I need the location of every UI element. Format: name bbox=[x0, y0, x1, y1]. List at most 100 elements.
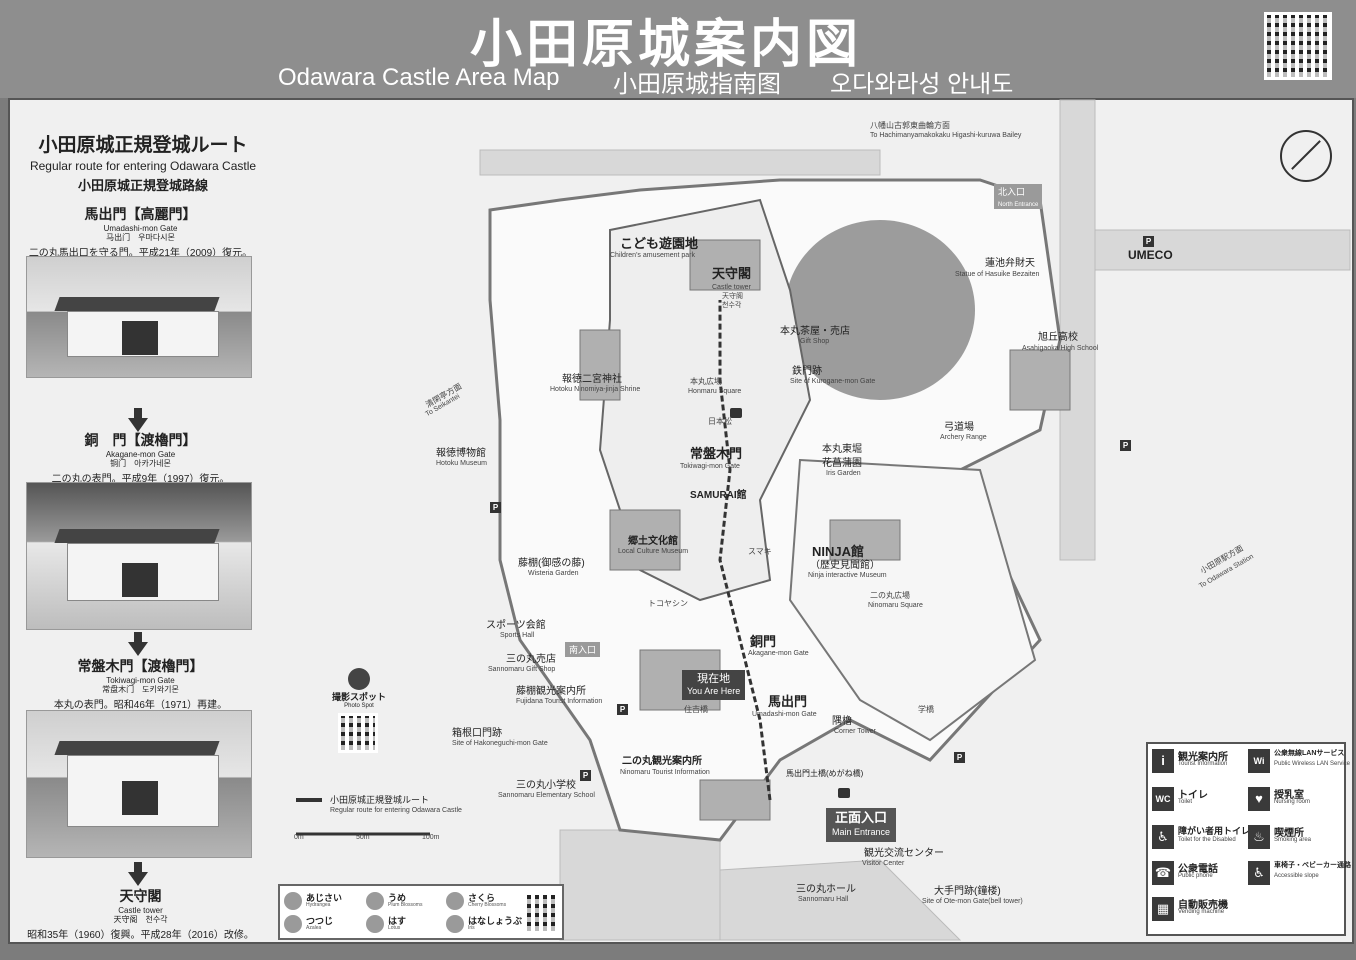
gate-umadashi: 馬出門【高麗門】 Umadashi-mon Gate 马出门 우마다시몬 二の丸… bbox=[18, 204, 263, 259]
ninomiya-shrine bbox=[579, 329, 621, 401]
route-title: 小田原城正規登城ルート bbox=[38, 135, 248, 156]
label-gift-shop: Gift Shop bbox=[800, 338, 830, 345]
label-hachiman: 八幡山古郭東曲輪方面 bbox=[870, 121, 950, 130]
castle-tower bbox=[689, 239, 761, 291]
legend-en: Smoking area bbox=[1274, 837, 1312, 843]
gate-desc: 本丸の表門。昭和46年（1971）再建。 bbox=[53, 700, 228, 711]
route-legend-label-en: Regular route for entering Odawara Castl… bbox=[330, 807, 462, 814]
label-tokoya: トコヤシン bbox=[648, 599, 688, 608]
photo-spot-label-en: Photo Spot bbox=[344, 703, 374, 709]
road-southeast bbox=[719, 859, 962, 941]
vending-machine-icon: ▦ bbox=[1152, 897, 1174, 921]
gate-name: 馬出門【高麗門】 bbox=[84, 206, 197, 222]
down-arrow-icon bbox=[128, 408, 148, 432]
label-kyudo: 弓道場 bbox=[944, 422, 974, 433]
gate-desc: 昭和35年（1960）復興。平成28年（2016）改修。 bbox=[27, 930, 254, 941]
label-shobu: 花菖蒲園 bbox=[822, 458, 862, 469]
gate-photo bbox=[26, 256, 252, 378]
label-samurai: SAMURAI館 bbox=[690, 490, 747, 501]
qr-code-icon[interactable] bbox=[524, 892, 562, 934]
label-umadashi: 馬出門 bbox=[768, 694, 808, 709]
legend-jp: 自動販売機 bbox=[1178, 900, 1228, 911]
label-fuji: 藤棚(御感の藤) bbox=[518, 558, 585, 569]
header-band: 小田原城案内図 Odawara Castle Area Map 小田原城指南图 … bbox=[0, 0, 1356, 98]
subtitle-ko: 오다와라성 안내도 bbox=[830, 71, 1014, 98]
camera-icon bbox=[838, 788, 850, 798]
label-hotoku-museum-en: Hotoku Museum bbox=[436, 460, 487, 467]
label-ninomaru-info-en: Ninomaru Tourist Information bbox=[620, 769, 710, 776]
label-tetsumon: 鉄門跡 bbox=[792, 366, 822, 377]
legend-en: Nursing room bbox=[1274, 799, 1311, 805]
label-honmaru-hiroba-en: Honmaru Square bbox=[688, 388, 742, 395]
gate-name-sub: 天守阁 천수각 bbox=[113, 915, 168, 924]
flower-jp: はなしょうぶ bbox=[468, 916, 523, 926]
compass-icon bbox=[1280, 130, 1332, 182]
label-kyodo: 郷土文化館 bbox=[628, 536, 678, 547]
flower-jp: つつじ bbox=[306, 916, 334, 926]
page-title: 小田原城案内図 bbox=[470, 15, 863, 75]
subtitle-cn: 小田原城指南图 bbox=[613, 71, 781, 98]
flower-en: Lotus bbox=[388, 925, 401, 931]
lotus-pond bbox=[785, 220, 975, 400]
scale-100: 100m bbox=[422, 834, 440, 841]
label-elementary-en: Sannomaru Elementary School bbox=[498, 792, 595, 799]
parking-icon: P bbox=[1143, 236, 1154, 247]
label-visitor-en: Visitor Center bbox=[862, 860, 905, 867]
qr-code-icon[interactable] bbox=[1264, 12, 1332, 80]
scale-0: 0m bbox=[294, 834, 304, 841]
gate-name-sub: 铜门 아카가네몬 bbox=[110, 459, 171, 468]
down-arrow-icon bbox=[128, 632, 148, 656]
gate-name: 常盤木門【渡櫓門】 bbox=[77, 658, 204, 674]
label-akagane: 銅門 bbox=[750, 634, 777, 649]
flower-en: Azalea bbox=[306, 925, 322, 931]
camera-icon bbox=[348, 668, 370, 690]
label-sports: スポーツ会館 bbox=[486, 620, 546, 631]
legend-jp: 授乳室 bbox=[1274, 790, 1304, 801]
honmaru-compound bbox=[598, 198, 812, 602]
legend-jp: 障がい者用トイレ bbox=[1178, 826, 1251, 836]
label-kodomo: こども遊園地 bbox=[620, 236, 699, 251]
parking-icon: P bbox=[954, 752, 965, 763]
local-culture-museum bbox=[609, 509, 681, 571]
route-legend-label: 小田原城正規登城ルート bbox=[330, 795, 430, 805]
label-tokiwagi-en: Tokiwagi-mon Gate bbox=[680, 463, 740, 470]
gate-name: 天守閣 bbox=[119, 888, 162, 904]
label-tenshu: 天守閣 bbox=[712, 266, 752, 281]
legend-jp: 喫煙所 bbox=[1274, 828, 1304, 839]
label-ninomaru-gate: 住吉橋 bbox=[684, 705, 708, 714]
legend-en: Accessible slope bbox=[1274, 873, 1319, 879]
label-elementary: 三の丸小学校 bbox=[516, 780, 576, 791]
label-akagane-en: Akagane-mon Gate bbox=[748, 650, 809, 657]
gate-photo bbox=[26, 482, 252, 630]
label-dobashi: 馬出門土橋(めがね橋) bbox=[786, 769, 864, 778]
label-otemon-en: Site of Ote-mon Gate(bell tower) bbox=[922, 898, 1023, 905]
label-ninomaru-hiroba: 二の丸広場 bbox=[870, 591, 910, 600]
legend-en: Toilet for the Disabled bbox=[1178, 837, 1236, 843]
legend-jp: 車椅子・ベビーカー通路 bbox=[1274, 862, 1351, 869]
flower-en: Iris bbox=[468, 925, 475, 931]
label-tokiwagi: 常盤木門 bbox=[690, 446, 743, 461]
parking-icon: P bbox=[580, 770, 591, 781]
north-entrance-label-en: North Entrance bbox=[998, 202, 1039, 208]
label-kodomo-en: Children's amusement park bbox=[610, 252, 695, 259]
south-entrance-tag[interactable]: 南入口 bbox=[565, 642, 601, 657]
qr-code-icon[interactable] bbox=[338, 713, 378, 753]
road-south bbox=[559, 829, 721, 941]
label-fuji-en: Wisteria Garden bbox=[528, 570, 579, 577]
label-baishop: 三の丸売店 bbox=[506, 654, 556, 665]
iris-icon bbox=[446, 915, 464, 933]
phone-icon: ☎ bbox=[1152, 861, 1174, 885]
label-sports-en: Sports Hall bbox=[500, 632, 535, 639]
label-ninomiya: 報徳二宮神社 bbox=[562, 374, 622, 385]
gate-name-en: Umadashi-mon Gate bbox=[103, 224, 178, 233]
route-header: 小田原城正規登城ルート Regular route for entering O… bbox=[18, 130, 268, 194]
label-hakone: 箱根口門跡 bbox=[452, 728, 502, 739]
